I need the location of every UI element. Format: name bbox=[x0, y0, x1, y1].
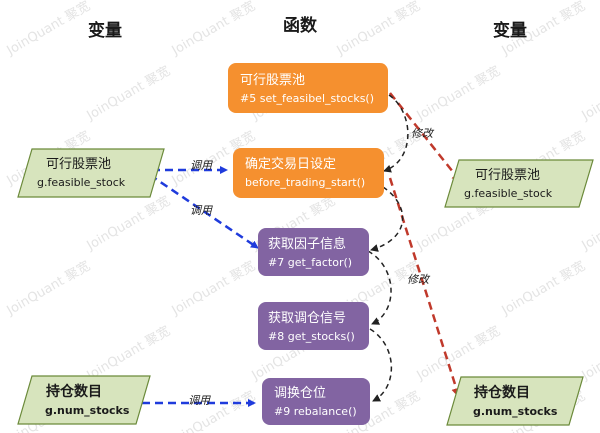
variable-box-right-num-stocks: 持仓数目 g.num_stocks bbox=[446, 376, 584, 426]
edge-label-modify-1: 修改 bbox=[411, 127, 435, 140]
function-subtitle: #8 get_stocks() bbox=[268, 330, 355, 343]
function-box-set-feasible: 可行股票池 #5 set_feasibel_stocks() bbox=[228, 63, 388, 113]
function-title: 调换仓位 bbox=[274, 386, 326, 401]
variable-subtitle: g.num_stocks bbox=[45, 404, 130, 417]
watermark-text: JoinQuant 聚宽 bbox=[83, 193, 173, 254]
watermark-text: JoinQuant 聚宽 bbox=[3, 258, 93, 319]
watermark-text: JoinQuant 聚宽 bbox=[3, 0, 93, 59]
function-subtitle: #7 get_factor() bbox=[268, 256, 352, 269]
watermark-text: JoinQuant 聚宽 bbox=[333, 0, 423, 59]
edge-label-call-3: 调用 bbox=[188, 394, 211, 407]
watermark-text: JoinQuant 聚宽 bbox=[578, 193, 600, 254]
function-title: 获取因子信息 bbox=[268, 236, 346, 252]
variable-box-left-num-stocks: 持仓数目 g.num_stocks bbox=[17, 375, 151, 425]
watermark-text: JoinQuant 聚宽 bbox=[413, 63, 503, 124]
watermark-text: JoinQuant 聚宽 bbox=[168, 388, 258, 433]
variable-box-right-feasible: 可行股票池 g.feasible_stock bbox=[444, 159, 594, 208]
watermark-text: JoinQuant 聚宽 bbox=[413, 323, 503, 384]
header-functions: 函数 bbox=[283, 15, 318, 36]
flow-arrow-2 bbox=[370, 186, 404, 252]
variable-title: 可行股票池 bbox=[46, 157, 111, 172]
watermark-text: JoinQuant 聚宽 bbox=[168, 258, 258, 319]
variable-box-left-feasible: 可行股票池 g.feasible_stock bbox=[17, 148, 165, 198]
modify-arrow-feasible bbox=[389, 92, 462, 183]
call-arrow-get-factor bbox=[149, 173, 259, 250]
edge-label-call-2: 调用 bbox=[190, 204, 213, 217]
function-box-get-stocks: 获取调仓信号 #8 get_stocks() bbox=[258, 302, 369, 350]
variable-subtitle: g.feasible_stock bbox=[37, 176, 126, 189]
variable-subtitle: g.num_stocks bbox=[473, 405, 558, 418]
function-subtitle: #5 set_feasibel_stocks() bbox=[240, 92, 374, 105]
function-box-before-trading: 确定交易日设定 before_trading_start() bbox=[233, 148, 384, 198]
variable-title: 持仓数目 bbox=[474, 384, 530, 401]
function-box-get-factor: 获取因子信息 #7 get_factor() bbox=[258, 228, 369, 276]
variable-subtitle: g.feasible_stock bbox=[464, 187, 553, 200]
flow-arrow-3 bbox=[367, 250, 392, 325]
function-subtitle: #9 rebalance() bbox=[274, 405, 357, 418]
edge-label-call-1: 调用 bbox=[190, 159, 213, 172]
function-title: 可行股票池 bbox=[240, 73, 305, 88]
watermark-text: JoinQuant 聚宽 bbox=[168, 0, 258, 59]
flow-arrow-4 bbox=[369, 328, 393, 402]
header-variables-left: 变量 bbox=[88, 20, 122, 41]
watermark-text: JoinQuant 聚宽 bbox=[498, 258, 588, 319]
watermark-text: JoinQuant 聚宽 bbox=[578, 63, 600, 124]
function-box-rebalance: 调换仓位 #9 rebalance() bbox=[262, 378, 370, 425]
variable-title: 可行股票池 bbox=[475, 168, 540, 183]
function-title: 获取调仓信号 bbox=[268, 311, 346, 326]
watermark-text: JoinQuant 聚宽 bbox=[83, 63, 173, 124]
function-subtitle: before_trading_start() bbox=[245, 176, 365, 189]
edge-label-modify-2: 修改 bbox=[407, 273, 431, 286]
header-variables-right: 变量 bbox=[493, 20, 527, 41]
variable-title: 持仓数目 bbox=[46, 383, 102, 400]
watermark-text: JoinQuant 聚宽 bbox=[83, 323, 173, 384]
flow-arrow-1 bbox=[383, 94, 409, 173]
function-title: 确定交易日设定 bbox=[245, 156, 336, 172]
watermark-text: JoinQuant 聚宽 bbox=[578, 323, 600, 384]
